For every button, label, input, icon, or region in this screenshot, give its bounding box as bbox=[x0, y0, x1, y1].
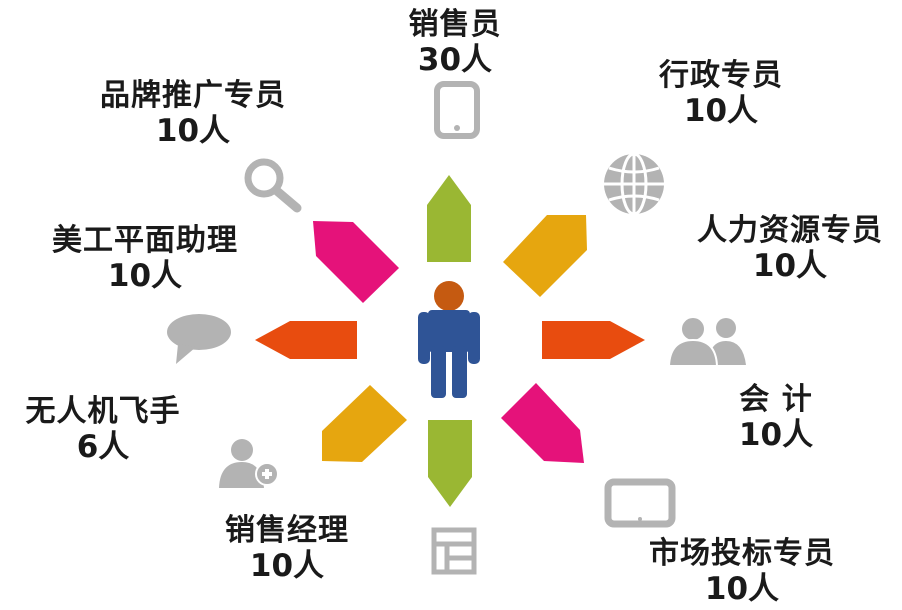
arrow-brand bbox=[313, 221, 399, 303]
role-label-admin: 行政专员 10人 bbox=[659, 58, 783, 130]
role-count: 10人 bbox=[738, 417, 814, 454]
role-count: 10人 bbox=[752, 248, 828, 285]
role-count: 30人 bbox=[417, 42, 493, 79]
role-label-brand: 品牌推广专员 10人 bbox=[100, 78, 286, 150]
role-count: 10人 bbox=[249, 548, 325, 585]
role-count: 10人 bbox=[683, 93, 759, 130]
role-count: 10人 bbox=[155, 113, 231, 150]
role-label-drone-pilot: 无人机飞手 6人 bbox=[26, 394, 181, 466]
users-icon bbox=[667, 316, 746, 367]
arrow-art-assistant bbox=[255, 321, 357, 359]
arrow-admin-hr bbox=[503, 215, 587, 297]
arrow-accounting bbox=[542, 321, 645, 359]
role-label-hr: 人力资源专员 10人 bbox=[697, 213, 883, 285]
tablet-icon bbox=[434, 81, 480, 139]
role-count: 10人 bbox=[704, 571, 780, 608]
role-label-art-assistant: 美工平面助理 10人 bbox=[52, 223, 238, 295]
arrow-bidding bbox=[501, 383, 584, 463]
arrow-drone-pilot bbox=[322, 385, 407, 462]
arrow-sales-manager bbox=[428, 420, 472, 507]
role-label-sales: 销售员 30人 bbox=[409, 7, 502, 79]
arrow-sales bbox=[427, 175, 471, 262]
monitor-icon bbox=[604, 478, 676, 528]
role-label-accounting: 会 计 10人 bbox=[739, 382, 813, 454]
chat-bubble-icon bbox=[167, 314, 231, 364]
add-user-icon bbox=[219, 439, 279, 488]
role-title: 销售员 bbox=[408, 7, 502, 42]
role-title: 无人机飞手 bbox=[25, 394, 181, 429]
person-icon bbox=[418, 281, 480, 398]
role-title: 行政专员 bbox=[659, 58, 783, 93]
layout-icon bbox=[431, 527, 477, 575]
role-title: 美工平面助理 bbox=[52, 223, 238, 258]
role-label-bidding: 市场投标专员 10人 bbox=[649, 536, 835, 608]
role-title: 人力资源专员 bbox=[697, 213, 883, 248]
role-title: 销售经理 bbox=[225, 513, 349, 548]
role-count: 10人 bbox=[107, 258, 183, 295]
globe-icon bbox=[604, 152, 664, 216]
search-icon bbox=[244, 158, 302, 213]
role-title: 会 计 bbox=[739, 382, 813, 417]
role-count: 6人 bbox=[76, 429, 130, 466]
role-label-sales-manager: 销售经理 10人 bbox=[225, 513, 349, 585]
role-title: 品牌推广专员 bbox=[100, 78, 286, 113]
role-title: 市场投标专员 bbox=[649, 536, 835, 571]
